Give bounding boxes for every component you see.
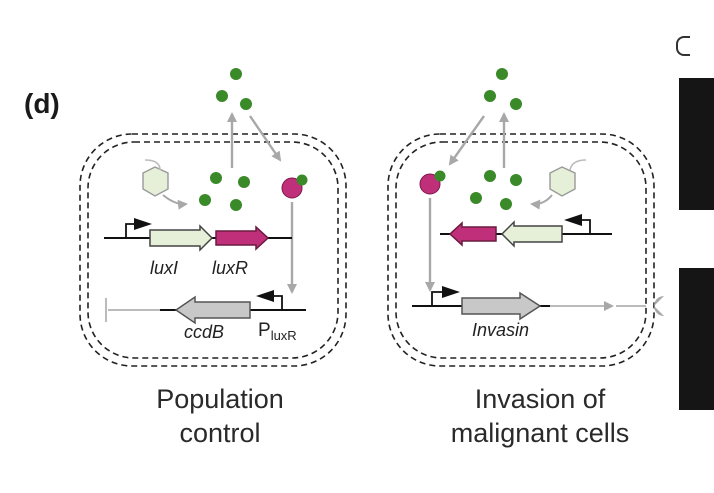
left-caption-line1: Population — [156, 384, 284, 414]
right-caption-line1: Invasion of — [474, 384, 606, 414]
right-cell-inner-membrane — [395, 141, 647, 359]
promoter-arrow-lower — [274, 295, 283, 310]
invasin-gene — [461, 291, 542, 321]
autoinducer-dot — [230, 68, 242, 80]
autoinducer-dot — [199, 194, 211, 206]
import-arrow — [448, 115, 485, 166]
autoinducer-dot — [484, 170, 496, 182]
adjacent-panel-fragment — [679, 78, 714, 210]
luxR-label: luxR — [212, 258, 249, 278]
autoinducer-dot — [230, 199, 242, 211]
promoter-arrowhead-upper — [564, 214, 582, 226]
luxI-enzyme-hexagon — [549, 166, 576, 197]
autoinducer-dot — [510, 174, 522, 186]
autoinducer-dot — [510, 98, 522, 110]
autoinducer-dot — [240, 98, 252, 110]
invasin-label: Invasin — [472, 320, 530, 340]
luxR-gene — [448, 221, 497, 247]
left-caption: Population control — [120, 382, 320, 450]
luxI-gene — [149, 224, 214, 252]
panel-label: (d) — [24, 88, 60, 119]
right-cell-outer-membrane — [387, 133, 655, 367]
promoter-arrowhead-lower — [256, 290, 274, 302]
luxR-gene — [215, 225, 270, 251]
promoter-arrow-lower — [431, 291, 442, 306]
promoter-subscript: luxR — [270, 328, 297, 343]
luxI-gene — [500, 220, 563, 248]
right-caption: Invasion of malignant cells — [420, 382, 660, 450]
left-caption-line2: control — [179, 418, 261, 448]
promoter-label: PluxR — [258, 320, 297, 343]
luxI-enzyme-hexagon — [142, 166, 169, 197]
adjacent-panel-fragment — [679, 268, 714, 410]
promoter-main: P — [258, 320, 271, 341]
ccdB-label: ccdB — [184, 322, 225, 342]
autoinducer-dot — [470, 192, 482, 204]
autoinducer-dot — [496, 68, 508, 80]
luxR-protein — [281, 177, 303, 199]
autoinducer-dot — [484, 90, 496, 102]
hexagon-input-arrow — [569, 159, 587, 171]
import-arrow — [249, 115, 282, 162]
promoter-arrowhead-lower — [442, 286, 460, 298]
autoinducer-dot — [500, 198, 512, 210]
bound-autoinducer — [434, 170, 446, 182]
right-caption-line2: malignant cells — [450, 418, 630, 448]
adjacent-panel-letter-fragment — [676, 36, 690, 56]
ccdB-gene — [174, 295, 251, 325]
promoter-arrowhead-upper — [134, 218, 152, 230]
bound-autoinducer — [296, 174, 308, 186]
luxR-protein — [419, 173, 441, 195]
invasin-protein — [654, 296, 664, 316]
left-cell-inner-membrane — [87, 141, 339, 359]
autoinducer-dot — [238, 176, 250, 188]
autoinducer-dot — [210, 172, 222, 184]
autoinducer-dot — [216, 90, 228, 102]
hexagon-output-arrow — [530, 194, 553, 210]
left-cell-outer-membrane — [79, 133, 347, 367]
right-cell — [387, 68, 664, 367]
hexagon-output-arrow — [162, 194, 188, 210]
promoter-arrow-upper — [125, 223, 134, 238]
luxI-label: luxI — [150, 258, 179, 278]
hexagon-input-arrow — [144, 159, 161, 171]
left-cell — [79, 68, 347, 367]
promoter-arrow-upper — [582, 219, 591, 234]
